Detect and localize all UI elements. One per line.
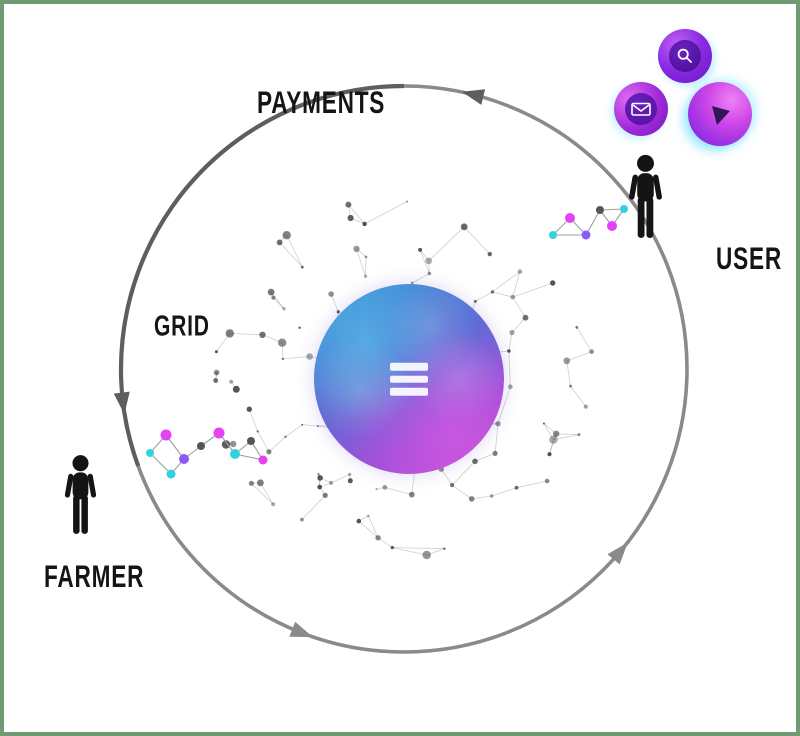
label-grid: GRID <box>154 310 210 343</box>
flow-arrowhead-top <box>461 89 486 105</box>
orbit-ring-dark-arc <box>118 83 405 467</box>
orbit-circle <box>113 83 689 654</box>
logo-bar <box>390 362 428 371</box>
flow-arrowhead-left <box>113 391 130 415</box>
label-farmer: FARMER <box>44 560 145 595</box>
flow-arrowhead-bottom <box>289 621 313 638</box>
play-icon <box>712 106 730 125</box>
molecule-cluster-user <box>549 205 628 240</box>
search-bubble <box>658 29 712 83</box>
threefold-logo-icon <box>390 362 428 396</box>
logo-bar <box>390 375 428 383</box>
globe <box>314 284 504 474</box>
farmer-person-icon <box>62 454 99 538</box>
label-user: USER <box>716 242 782 277</box>
magnifier-icon <box>669 40 701 72</box>
mail-bubble <box>614 82 668 136</box>
flow-arrowhead-right <box>607 542 628 565</box>
label-payments: PAYMENTS <box>257 86 386 121</box>
logo-bar <box>390 387 428 396</box>
envelope-icon <box>625 93 657 125</box>
user-person-icon <box>626 154 665 242</box>
molecule-cluster-farmer <box>146 427 268 479</box>
media-bubble <box>688 82 752 146</box>
